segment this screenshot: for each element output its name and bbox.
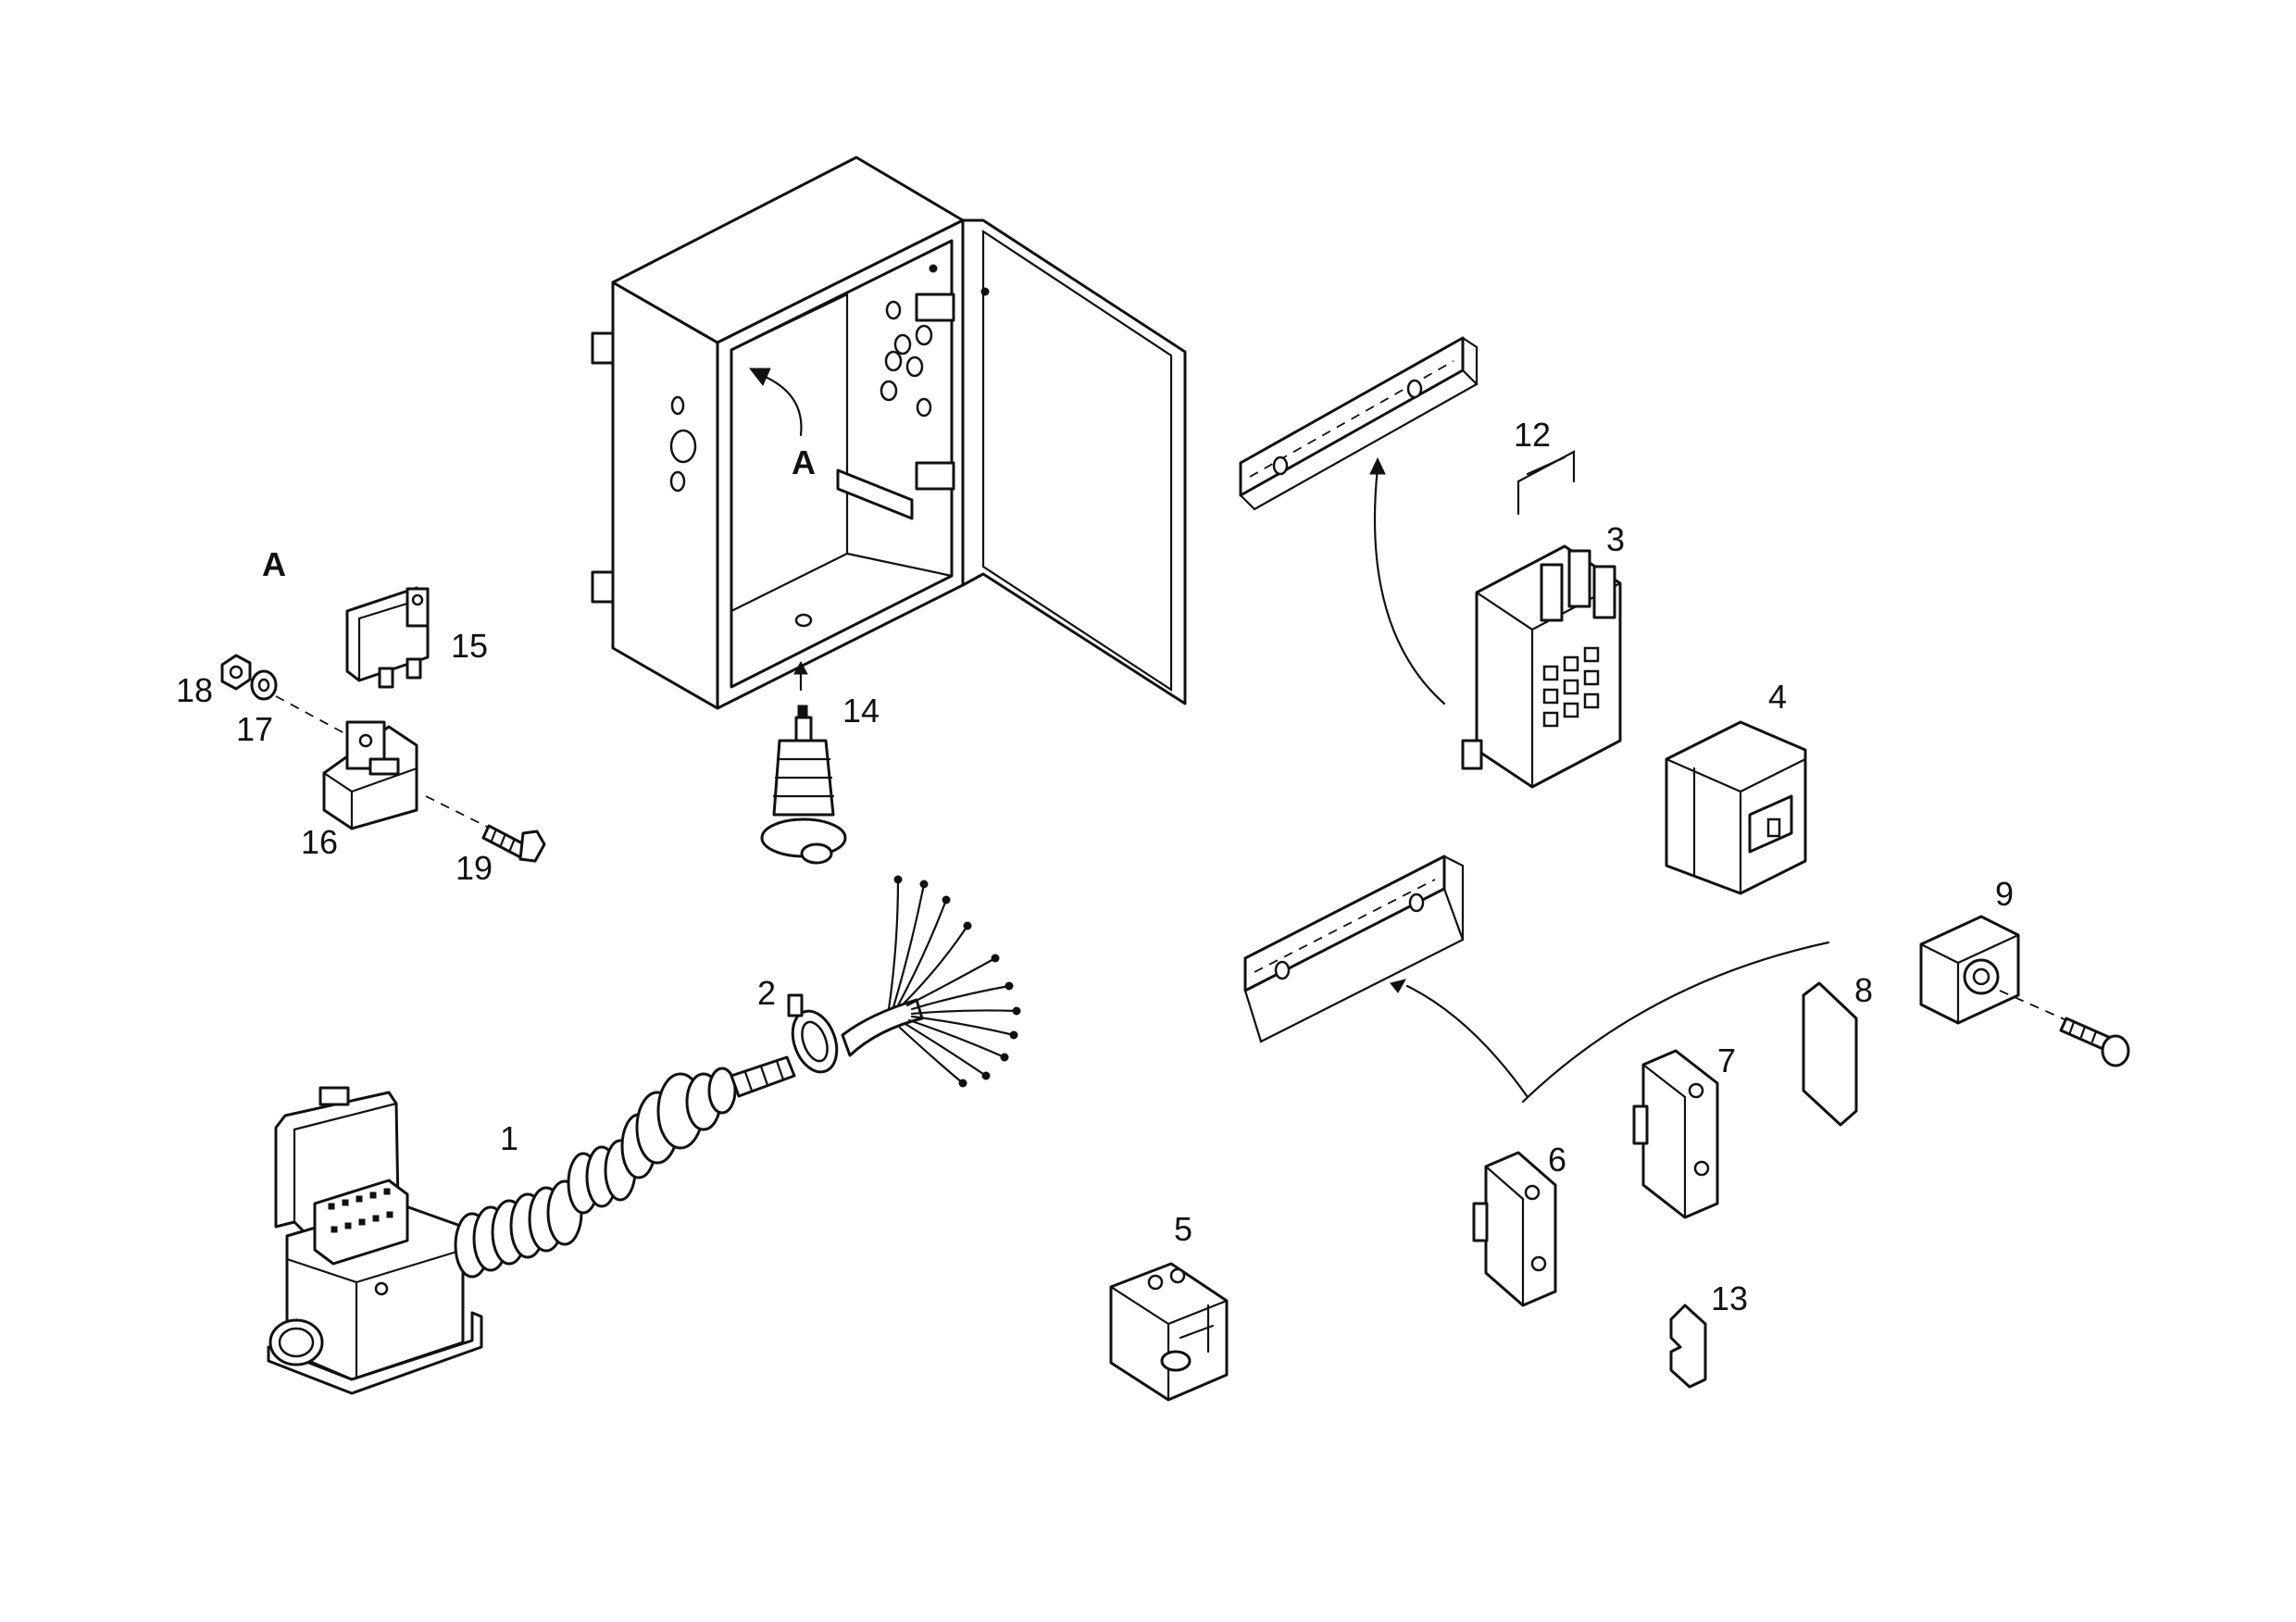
callout-17: 17 <box>236 710 273 748</box>
part-15-relay <box>345 586 430 689</box>
callout-2: 2 <box>757 974 776 1012</box>
din-rail-lower <box>1243 855 1465 1043</box>
part-16-relay-socket <box>322 720 418 830</box>
part-2-hose-clamp <box>787 993 839 1074</box>
enclosure-box: A <box>591 156 1187 710</box>
pin-array <box>328 1188 393 1233</box>
callout-13: 13 <box>1711 1279 1748 1317</box>
part-19-bolt <box>425 795 546 863</box>
callout-7: 7 <box>1717 1042 1736 1079</box>
part-12-spring-clip <box>1516 450 1576 516</box>
part-5-relay-cube <box>1109 1262 1229 1402</box>
part-6-terminal-block <box>1472 1151 1557 1307</box>
part-13-clip <box>1669 1304 1707 1389</box>
callout-16: 16 <box>301 823 338 861</box>
callout-18: 18 <box>176 671 213 709</box>
part-9-end-clamp <box>1919 915 2130 1067</box>
callout-numbers: 1 2 3 4 5 6 7 8 9 12 13 14 15 16 17 18 1… <box>176 416 2014 1317</box>
part-3-relay-base <box>1461 544 1622 789</box>
part-8-end-plate <box>1802 981 1858 1127</box>
callout-12: 12 <box>1514 416 1551 454</box>
din-rail-upper <box>1239 336 1479 511</box>
callout-15: 15 <box>451 627 488 665</box>
callout-9: 9 <box>1995 875 2014 913</box>
callout-14: 14 <box>842 692 880 730</box>
part-4-relay-module <box>1665 720 1807 895</box>
corrugated-conduit <box>454 1055 796 1279</box>
part-1-connector-housing <box>267 1055 796 1395</box>
callout-5: 5 <box>1174 1210 1192 1248</box>
callout-4: 4 <box>1768 678 1787 716</box>
callout-19: 19 <box>455 849 493 887</box>
detail-a-label: A <box>262 545 286 583</box>
box-detail-label: A <box>792 443 816 481</box>
callout-3: 3 <box>1606 520 1625 558</box>
detail-a-relay-group: A <box>220 545 546 863</box>
part-14-cable-gland <box>760 660 847 865</box>
relay-base-terminals <box>1542 646 1600 728</box>
wire-bundle <box>841 875 1021 1088</box>
part-7-terminal-block <box>1632 1049 1719 1219</box>
callout-6: 6 <box>1548 1141 1566 1179</box>
callout-8: 8 <box>1854 971 1873 1009</box>
callout-1: 1 <box>500 1119 518 1157</box>
